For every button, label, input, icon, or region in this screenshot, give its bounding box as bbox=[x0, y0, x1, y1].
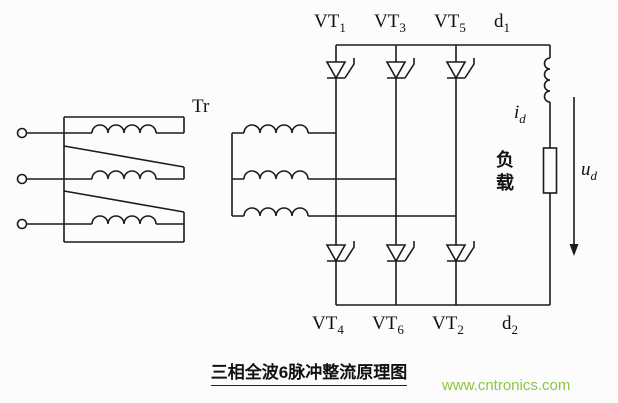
thyristor-vt5 bbox=[445, 58, 475, 80]
thyristor-cathode-gate bbox=[327, 58, 355, 79]
thyristor-cathode-gate bbox=[387, 58, 415, 79]
label-text: VT bbox=[434, 11, 460, 32]
label-d1: d1 bbox=[494, 12, 510, 34]
secondary-coils bbox=[243, 124, 309, 217]
thyristor-triangle bbox=[385, 244, 407, 263]
label-text: VT bbox=[314, 11, 340, 32]
dc-output-branch bbox=[542, 45, 579, 305]
label-sub: d bbox=[519, 110, 526, 126]
transformer-primary bbox=[63, 116, 185, 243]
label-vt3: VT3 bbox=[374, 12, 406, 34]
label-text: 负载 bbox=[494, 150, 514, 196]
input-wires bbox=[26, 132, 92, 225]
label-text: i bbox=[514, 102, 520, 123]
label-sub: 3 bbox=[399, 19, 406, 35]
label-text: VT bbox=[312, 313, 338, 334]
bridge-legs bbox=[335, 45, 457, 305]
ud-arrow-head bbox=[569, 244, 579, 256]
phase-wires bbox=[308, 132, 456, 217]
dc-rails bbox=[336, 44, 550, 306]
thyristor-vt2 bbox=[445, 241, 475, 263]
label-text: VT bbox=[374, 11, 400, 32]
thyristor-cathode-gate bbox=[447, 241, 475, 262]
thyristor-vt1 bbox=[325, 58, 355, 80]
thyristor-cathode-gate bbox=[327, 241, 355, 262]
label-sub: d bbox=[590, 167, 598, 183]
secondary-bus bbox=[231, 132, 244, 217]
label-id-current: id bbox=[514, 103, 526, 125]
label-sub: 4 bbox=[337, 321, 344, 337]
label-vt6: VT6 bbox=[372, 314, 404, 336]
input-terminal bbox=[16, 218, 28, 230]
thyristor-triangle bbox=[325, 61, 347, 80]
label-d2: d2 bbox=[502, 314, 518, 336]
thyristor-vt6 bbox=[385, 241, 415, 263]
label-text: u bbox=[581, 159, 591, 180]
thyristor-cathode-gate bbox=[387, 241, 415, 262]
label-vt5: VT5 bbox=[434, 12, 466, 34]
caption-text: 三相全波6脉冲整流原理图 bbox=[210, 363, 408, 386]
label-text: VT bbox=[432, 313, 458, 334]
label-text: d bbox=[494, 11, 504, 32]
label-sub: 2 bbox=[511, 321, 519, 337]
label-sub: 2 bbox=[457, 321, 464, 337]
transformer-secondary bbox=[231, 124, 456, 217]
label-transformer: Tr bbox=[192, 97, 209, 116]
three-phase-input bbox=[16, 127, 92, 230]
primary-coils bbox=[91, 124, 157, 225]
label-text: Tr bbox=[192, 96, 210, 117]
thyristor-triangle bbox=[385, 61, 407, 80]
thyristor-triangle bbox=[445, 61, 467, 80]
load-resistor bbox=[542, 147, 558, 194]
label-sub: 1 bbox=[503, 19, 511, 35]
thyristor-triangle bbox=[445, 244, 467, 263]
label-text: VT bbox=[372, 313, 398, 334]
thyristor-vt4 bbox=[325, 241, 355, 263]
label-load: 负载 bbox=[494, 150, 514, 196]
label-sub: 1 bbox=[339, 19, 346, 35]
primary-winding-frame bbox=[63, 116, 185, 243]
label-sub: 5 bbox=[459, 19, 466, 35]
label-vt2: VT2 bbox=[432, 314, 464, 336]
input-terminal bbox=[16, 173, 28, 185]
smoothing-inductor bbox=[543, 57, 551, 103]
input-terminal bbox=[16, 127, 28, 139]
label-vt4: VT4 bbox=[312, 314, 344, 336]
caption: 三相全波6脉冲整流原理图 bbox=[139, 358, 479, 386]
thyristor-cathode-gate bbox=[447, 58, 475, 79]
label-text: d bbox=[502, 313, 512, 334]
rectifier-bridge bbox=[325, 44, 550, 306]
watermark: www.cntronics.com bbox=[442, 377, 571, 394]
label-sub: 6 bbox=[397, 321, 404, 337]
label-vt1: VT1 bbox=[314, 12, 346, 34]
thyristor-vt3 bbox=[385, 58, 415, 80]
label-ud-voltage: ud bbox=[581, 160, 597, 182]
thyristor-triangle bbox=[325, 244, 347, 263]
